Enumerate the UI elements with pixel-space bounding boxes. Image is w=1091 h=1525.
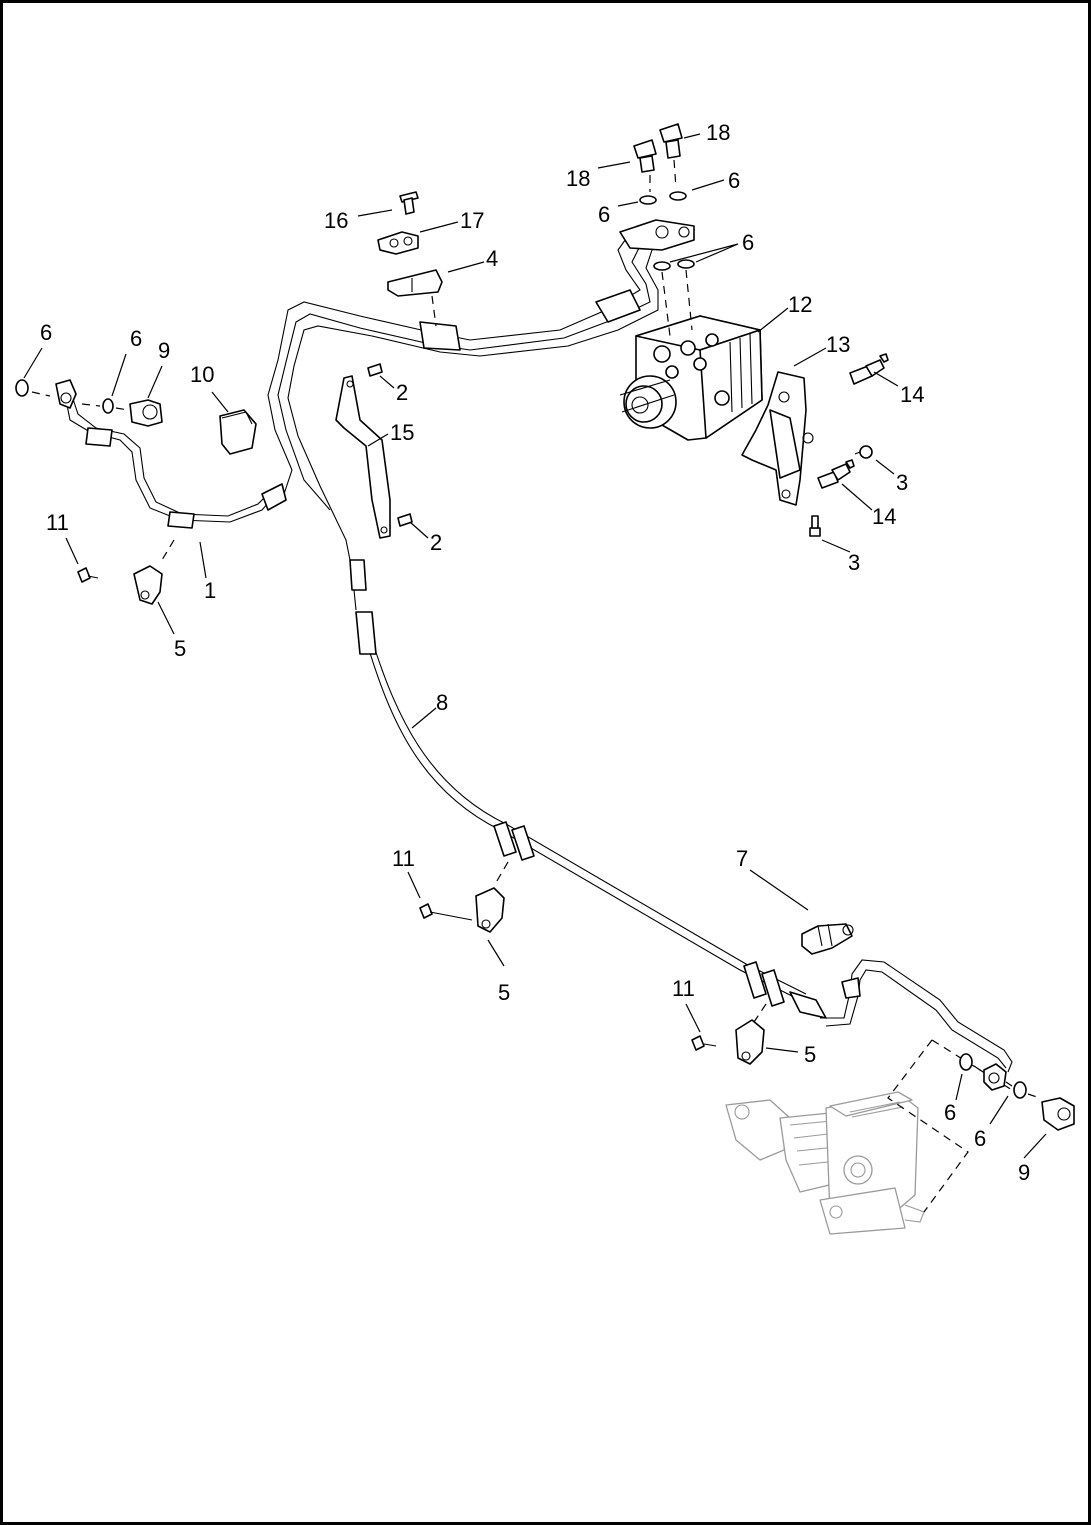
callout-11: 11	[46, 510, 69, 535]
callout-5: 5	[804, 1042, 816, 1067]
callout-18: 18	[566, 166, 590, 191]
callout-14: 14	[900, 382, 924, 407]
callout-13: 13	[826, 332, 850, 357]
callout-2: 2	[430, 530, 442, 555]
mounting-bracket-15	[335, 363, 413, 539]
callout-2: 2	[396, 380, 408, 405]
abs-fittings	[809, 353, 889, 537]
callout-6: 6	[40, 320, 52, 345]
callout-labels: 6 6 9 10 11 1 5 16 17 4 2 15 2 18 18 6 6…	[40, 120, 1030, 1185]
callout-17: 17	[460, 208, 484, 233]
callout-7: 7	[736, 846, 748, 871]
callout-6: 6	[130, 326, 142, 351]
mid-clamp	[419, 861, 509, 933]
callout-16: 16	[324, 208, 348, 233]
callout-6: 6	[974, 1126, 986, 1151]
callout-9: 9	[1018, 1160, 1030, 1185]
callout-9: 9	[158, 338, 170, 363]
callout-11: 11	[392, 846, 415, 871]
callout-10: 10	[190, 362, 214, 387]
callout-8: 8	[436, 690, 448, 715]
callout-3: 3	[848, 550, 860, 575]
callout-6: 6	[598, 202, 610, 227]
left-fittings	[15, 379, 257, 605]
line-clips-top	[377, 191, 443, 327]
callout-11: 11	[672, 976, 695, 1001]
front-brake-line-1	[55, 379, 287, 529]
callout-6: 6	[944, 1100, 956, 1125]
callout-5: 5	[498, 980, 510, 1005]
callout-15: 15	[390, 420, 414, 445]
abs-bracket	[741, 371, 814, 506]
callout-1: 1	[204, 578, 216, 603]
callout-18: 18	[706, 120, 730, 145]
brake-switch-7	[801, 923, 854, 955]
banjo-bolts-top	[633, 123, 695, 337]
rear-brake-line-8	[355, 611, 1013, 1073]
callout-6: 6	[728, 168, 740, 193]
callout-3: 3	[896, 470, 908, 495]
callout-4: 4	[486, 246, 498, 271]
callout-6: 6	[742, 230, 754, 255]
right-clamp	[691, 1003, 767, 1065]
callout-5: 5	[174, 636, 186, 661]
abs-hydraulic-unit	[619, 315, 763, 441]
callout-12: 12	[788, 292, 812, 317]
callout-14: 14	[872, 504, 896, 529]
leader-lines	[23, 133, 1047, 1159]
upper-brake-lines	[267, 219, 695, 611]
master-cylinder-ghost	[725, 1091, 925, 1235]
right-fittings	[959, 1053, 1075, 1131]
